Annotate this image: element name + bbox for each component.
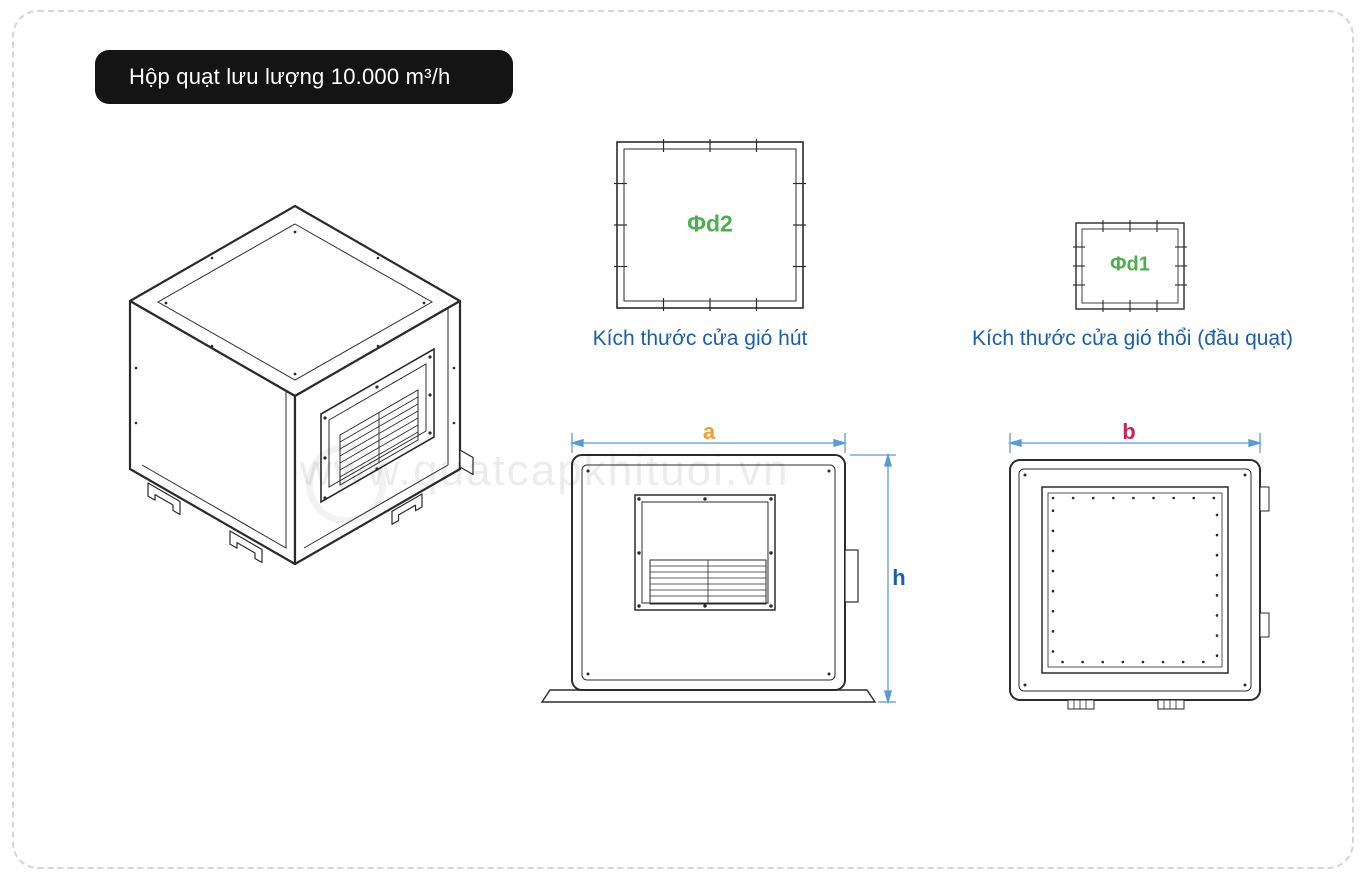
rear-box xyxy=(1009,459,1270,710)
suction-caption: Kích thước cửa gió hút xyxy=(592,327,808,350)
suction-flange-diagram: Φd2 xyxy=(613,138,807,312)
depth-dimension-label-b: b xyxy=(1122,419,1136,444)
suction-diameter-label: Φd2 xyxy=(687,210,733,237)
rivet-dots xyxy=(134,230,456,425)
suction-flange-svg xyxy=(614,139,806,311)
title-badge: Hộp quạt lưu lượng 10.000 m³/h xyxy=(95,50,513,104)
rear-corner-dots xyxy=(1023,473,1247,687)
rear-view-drawing xyxy=(990,425,1300,720)
rear-view-svg xyxy=(1007,433,1270,710)
height-dimension-label-h: h xyxy=(892,565,906,590)
discharge-flange-diagram: Φd1 xyxy=(1073,220,1187,312)
fan-louvers xyxy=(339,396,419,478)
discharge-flange-svg xyxy=(1073,220,1187,312)
discharge-diameter-label: Φd1 xyxy=(1110,253,1150,276)
inlet-opening xyxy=(320,347,435,504)
isometric-fanbox-svg xyxy=(128,204,474,566)
mounting-feet xyxy=(147,449,474,564)
title-text: Hộp quạt lưu lượng 10.000 m³/h xyxy=(129,64,451,89)
panel-frame-lines xyxy=(141,223,449,549)
opening-bolt-dots xyxy=(323,355,432,500)
front-view-drawing xyxy=(530,425,910,725)
isometric-fanbox-drawing xyxy=(100,188,490,588)
discharge-caption: Kích thước cửa gió thổi (đầu quạt) xyxy=(972,327,1293,350)
flange-ticks xyxy=(614,139,806,311)
front-view-svg xyxy=(540,433,896,705)
front-bolt-dots xyxy=(586,469,831,676)
flange-ticks xyxy=(1073,220,1187,312)
width-dimension-label-a: a xyxy=(702,419,716,444)
front-opening xyxy=(634,494,776,611)
dimension-b xyxy=(1007,433,1263,453)
dimension-a xyxy=(569,433,848,453)
front-louvers xyxy=(650,560,766,604)
dimension-h xyxy=(850,452,896,705)
rear-tab-hatch xyxy=(1073,700,1177,709)
